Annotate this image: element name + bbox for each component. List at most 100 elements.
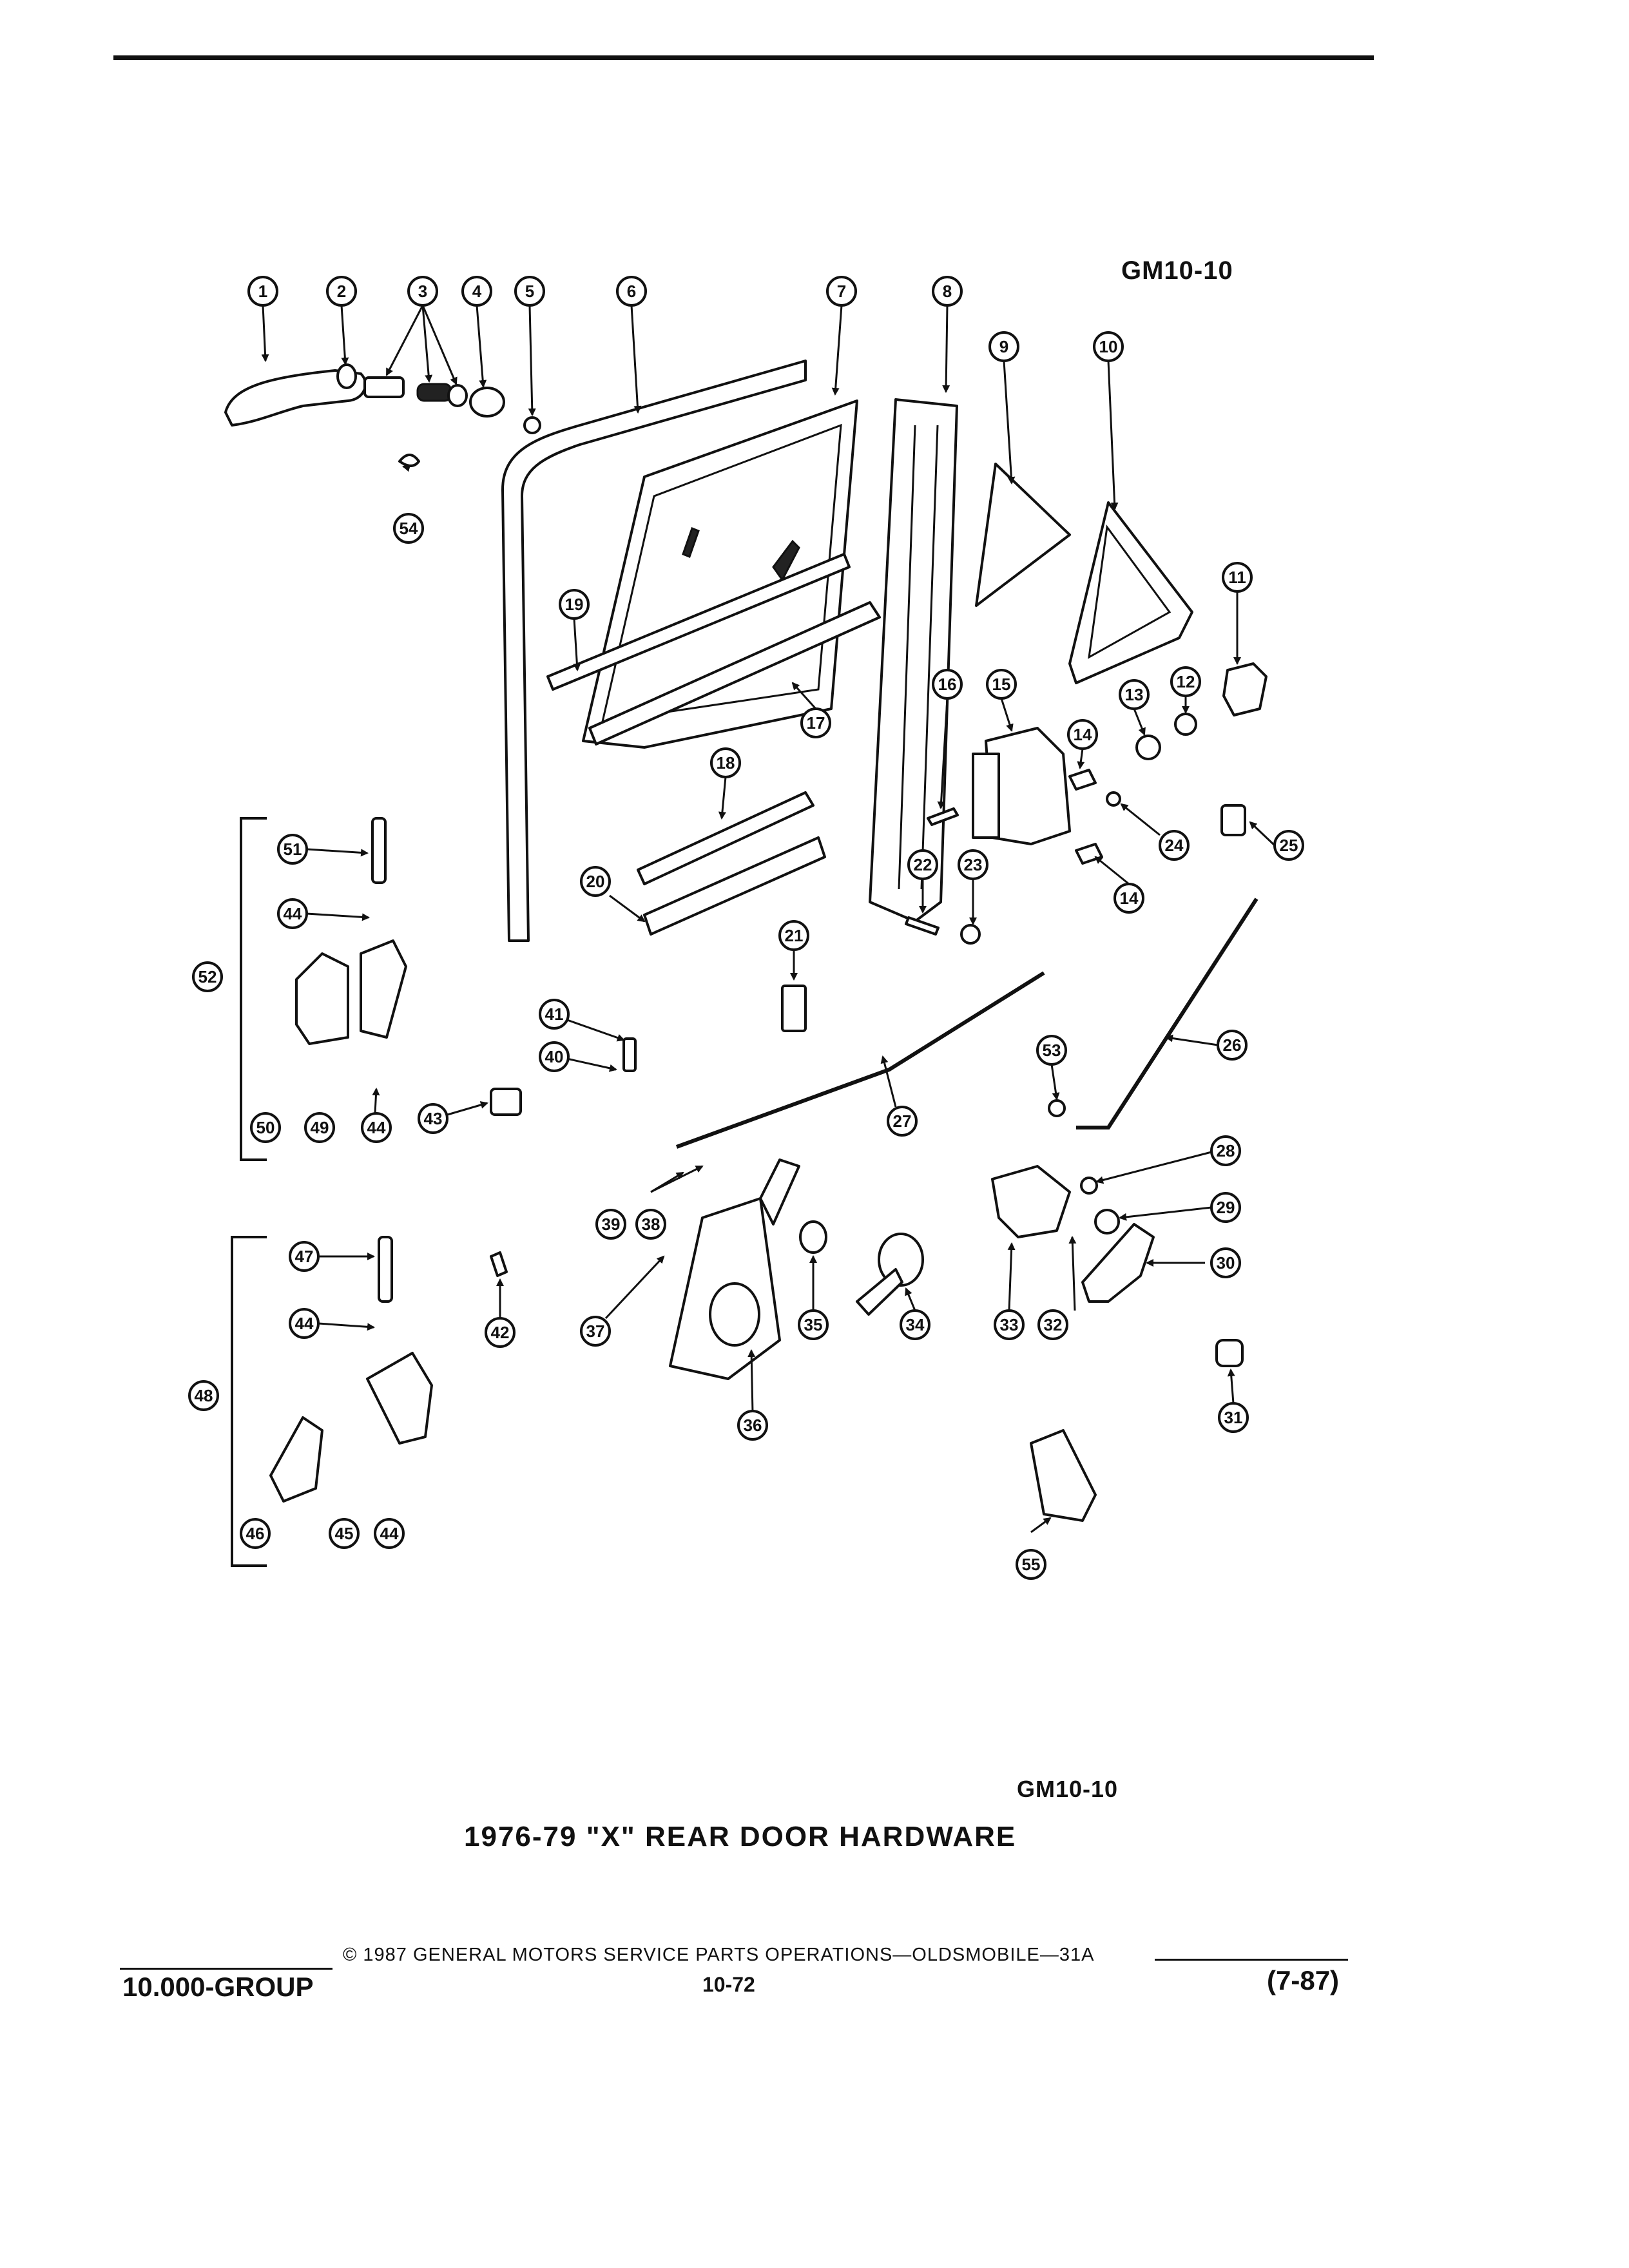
svg-text:8: 8 bbox=[943, 282, 952, 301]
callout-40: 40 bbox=[539, 1041, 570, 1072]
callout-18: 18 bbox=[710, 747, 741, 778]
svg-text:25: 25 bbox=[1280, 836, 1298, 855]
part-29-washer bbox=[1094, 1209, 1120, 1235]
svg-text:14: 14 bbox=[1074, 725, 1092, 744]
part-34-window-crank bbox=[856, 1233, 924, 1316]
part-28-nut bbox=[1080, 1177, 1098, 1195]
part-19-sash bbox=[546, 553, 851, 691]
callout-36: 36 bbox=[737, 1410, 768, 1441]
callout-33: 33 bbox=[994, 1309, 1025, 1340]
part-13-bumper bbox=[1135, 735, 1161, 760]
svg-text:38: 38 bbox=[642, 1215, 660, 1234]
footer-rule-right bbox=[1155, 1959, 1348, 1961]
part-42-screw bbox=[490, 1251, 508, 1277]
callout-45: 45 bbox=[329, 1518, 360, 1549]
callout-39: 39 bbox=[595, 1209, 626, 1240]
callout-44-d: 44 bbox=[374, 1518, 405, 1549]
svg-text:15: 15 bbox=[992, 675, 1011, 694]
part-41-pin bbox=[622, 1037, 637, 1072]
svg-text:5: 5 bbox=[525, 282, 534, 301]
callout-22: 22 bbox=[907, 849, 938, 880]
part-18-lower-channel bbox=[637, 791, 815, 885]
svg-text:16: 16 bbox=[938, 675, 957, 694]
part-3-lock-cylinder bbox=[363, 376, 468, 407]
part-37-regulator bbox=[669, 1158, 800, 1380]
svg-text:53: 53 bbox=[1043, 1041, 1061, 1060]
svg-text:3: 3 bbox=[418, 282, 427, 301]
diagram-code-top: GM10-10 bbox=[1121, 256, 1233, 285]
callout-44-b: 44 bbox=[361, 1112, 392, 1143]
callout-52: 52 bbox=[192, 961, 223, 992]
callout-32: 32 bbox=[1037, 1309, 1068, 1340]
svg-text:1: 1 bbox=[258, 282, 267, 301]
svg-text:45: 45 bbox=[335, 1524, 354, 1543]
callout-27: 27 bbox=[887, 1106, 918, 1137]
svg-text:36: 36 bbox=[744, 1416, 762, 1435]
callout-37: 37 bbox=[580, 1316, 611, 1347]
svg-text:44: 44 bbox=[295, 1314, 314, 1333]
svg-text:10: 10 bbox=[1099, 337, 1118, 356]
part-31-bumper bbox=[1215, 1339, 1244, 1367]
callout-23: 23 bbox=[958, 849, 988, 880]
svg-text:46: 46 bbox=[246, 1524, 265, 1543]
callout-3: 3 bbox=[407, 276, 438, 307]
svg-text:50: 50 bbox=[256, 1118, 275, 1137]
svg-text:33: 33 bbox=[1000, 1315, 1019, 1334]
svg-text:30: 30 bbox=[1217, 1253, 1235, 1273]
svg-text:4: 4 bbox=[472, 282, 482, 301]
callout-15: 15 bbox=[986, 669, 1017, 700]
svg-text:40: 40 bbox=[545, 1047, 564, 1066]
svg-text:12: 12 bbox=[1177, 672, 1195, 691]
svg-text:41: 41 bbox=[545, 1004, 564, 1024]
header-rule bbox=[113, 55, 1374, 60]
svg-text:19: 19 bbox=[565, 595, 584, 614]
part-16-spring bbox=[927, 807, 959, 826]
callout-44-c: 44 bbox=[289, 1308, 320, 1339]
callout-14-lower: 14 bbox=[1113, 883, 1144, 914]
callout-19: 19 bbox=[559, 589, 590, 620]
svg-text:48: 48 bbox=[195, 1386, 213, 1405]
svg-text:17: 17 bbox=[807, 713, 825, 733]
part-22-bolt bbox=[905, 916, 940, 936]
svg-text:11: 11 bbox=[1228, 568, 1246, 587]
callout-47: 47 bbox=[289, 1241, 320, 1272]
part-10-vent-weatherstrip bbox=[1068, 501, 1193, 684]
callout-42: 42 bbox=[485, 1317, 516, 1348]
callout-25: 25 bbox=[1273, 830, 1304, 861]
callout-1: 1 bbox=[247, 276, 278, 307]
callout-51: 51 bbox=[277, 834, 308, 865]
svg-text:44: 44 bbox=[380, 1524, 399, 1543]
svg-text:14: 14 bbox=[1120, 889, 1139, 908]
svg-text:55: 55 bbox=[1022, 1555, 1041, 1574]
callout-11: 11 bbox=[1222, 562, 1253, 593]
svg-text:20: 20 bbox=[586, 872, 605, 891]
part-25-striker bbox=[1220, 804, 1246, 836]
callout-9: 9 bbox=[988, 331, 1019, 362]
callout-7: 7 bbox=[826, 276, 857, 307]
callout-31: 31 bbox=[1218, 1402, 1249, 1433]
callout-4: 4 bbox=[461, 276, 492, 307]
svg-text:21: 21 bbox=[785, 926, 804, 945]
part-9-vent-glass bbox=[975, 463, 1071, 607]
group-label: 10.000-GROUP bbox=[122, 1972, 314, 2002]
callout-5: 5 bbox=[514, 276, 545, 307]
part-48-lower-hinge bbox=[269, 1352, 433, 1503]
callout-2: 2 bbox=[326, 276, 357, 307]
part-14-clip bbox=[1068, 769, 1103, 865]
svg-text:22: 22 bbox=[914, 855, 932, 874]
svg-text:2: 2 bbox=[337, 282, 346, 301]
part-53-clip bbox=[1048, 1099, 1066, 1117]
part-27-rod bbox=[675, 971, 1045, 1149]
callout-46: 46 bbox=[240, 1518, 271, 1549]
svg-text:34: 34 bbox=[906, 1315, 925, 1334]
part-51-hinge-pin bbox=[371, 817, 387, 884]
svg-text:37: 37 bbox=[586, 1321, 605, 1341]
svg-text:27: 27 bbox=[893, 1111, 912, 1131]
svg-text:51: 51 bbox=[284, 840, 302, 859]
part-20-lower-channel bbox=[643, 836, 826, 936]
svg-text:54: 54 bbox=[400, 519, 418, 538]
svg-text:31: 31 bbox=[1224, 1408, 1243, 1427]
callout-13: 13 bbox=[1119, 679, 1150, 710]
callout-30: 30 bbox=[1210, 1247, 1241, 1278]
callout-34: 34 bbox=[900, 1309, 930, 1340]
